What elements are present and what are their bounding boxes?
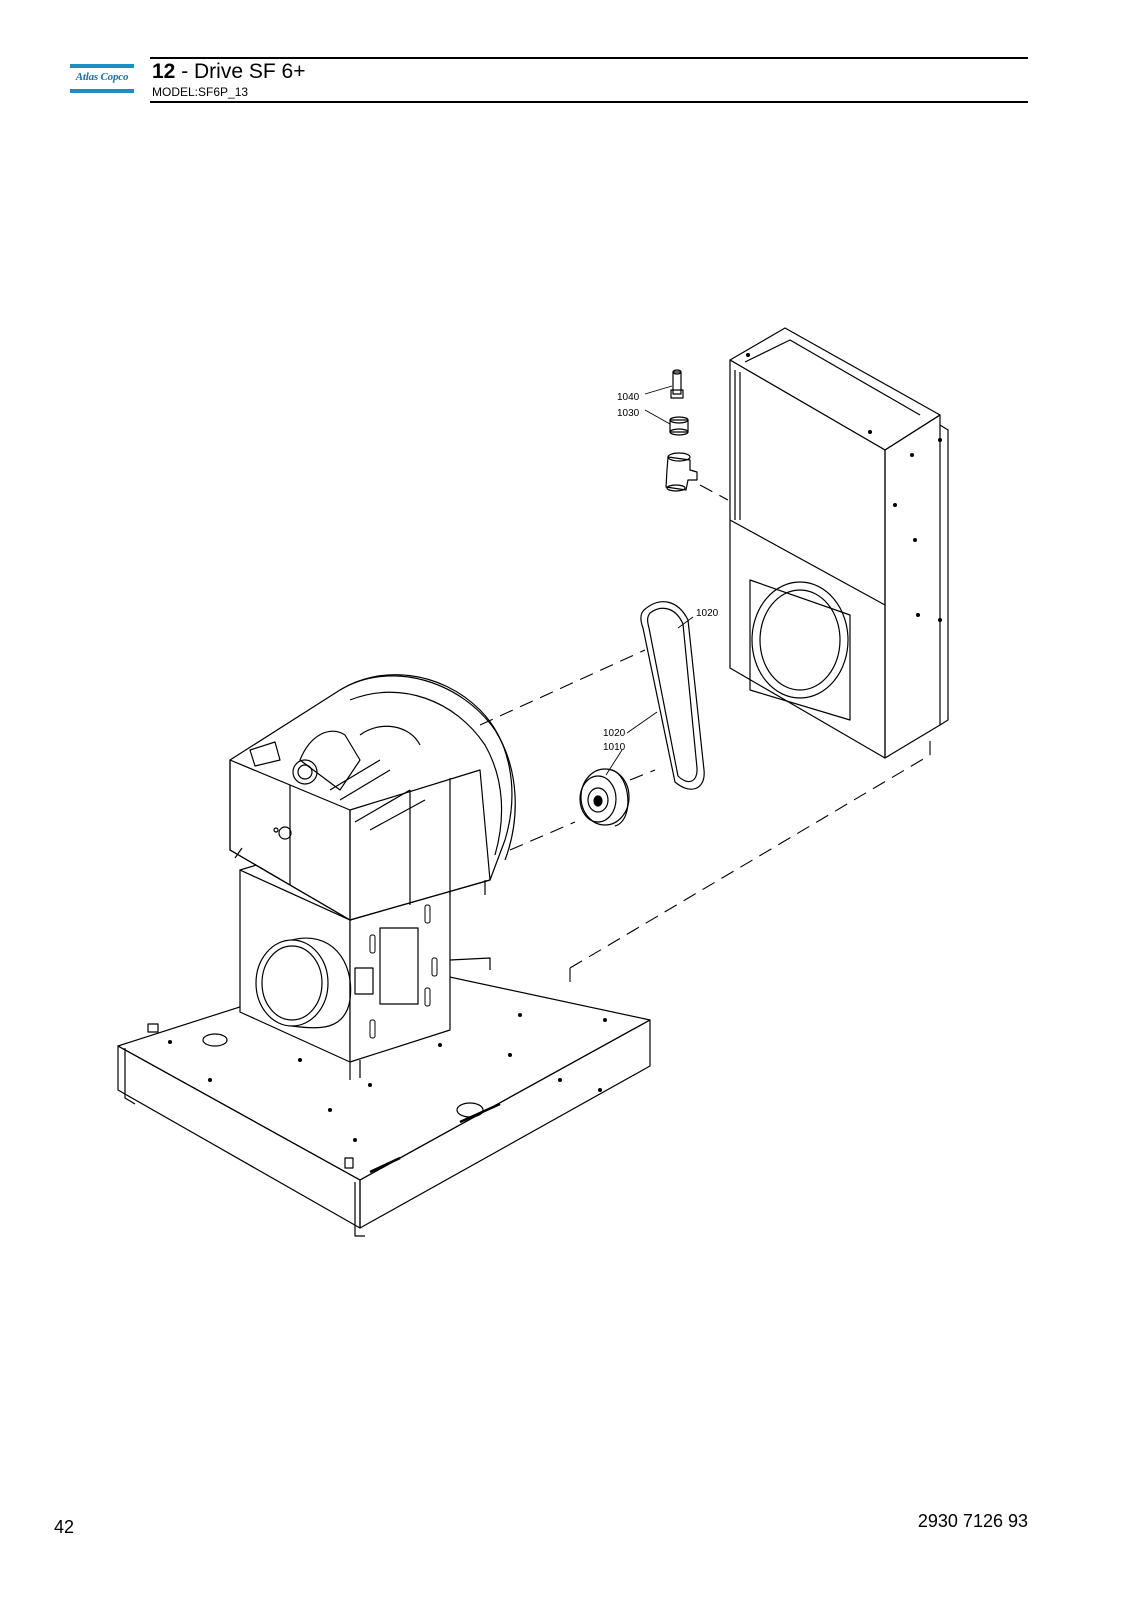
document-number: 2930 7126 93 [917,1511,1028,1531]
model-label: MODEL:SF6P_13 [152,85,249,99]
callout-1010: 1010 [603,742,626,753]
assembly-lines [479,484,931,985]
compressor-housing [229,674,516,921]
section-number: 12 [152,60,176,83]
callout-1020: 1020 [603,728,626,739]
fan-cover-frame [729,327,949,759]
atlas-copco-logo: Atlas Copco [70,62,134,94]
section-title: - Drive SF 6+ [175,60,306,83]
callout-1040: 1040 [617,392,640,403]
logo-bar-bottom [70,89,134,93]
v-belt [640,601,705,790]
header-rule-bottom [150,101,1028,103]
pulley [579,768,630,827]
motor [255,937,352,1029]
fitting-valve [670,369,684,399]
fitting-tee [665,452,698,492]
callout-1030: 1030 [617,408,640,419]
fitting-nut [669,416,689,436]
header-rule-top [150,57,1028,59]
page-number: 42 [54,1517,75,1537]
logo-bar-top [70,64,134,68]
logo-text: Atlas Copco [75,71,129,83]
callout-leaders [605,385,694,776]
callout-1020-belt: 1020 [696,608,719,619]
page-title: 12 - Drive SF 6+ [152,60,305,84]
